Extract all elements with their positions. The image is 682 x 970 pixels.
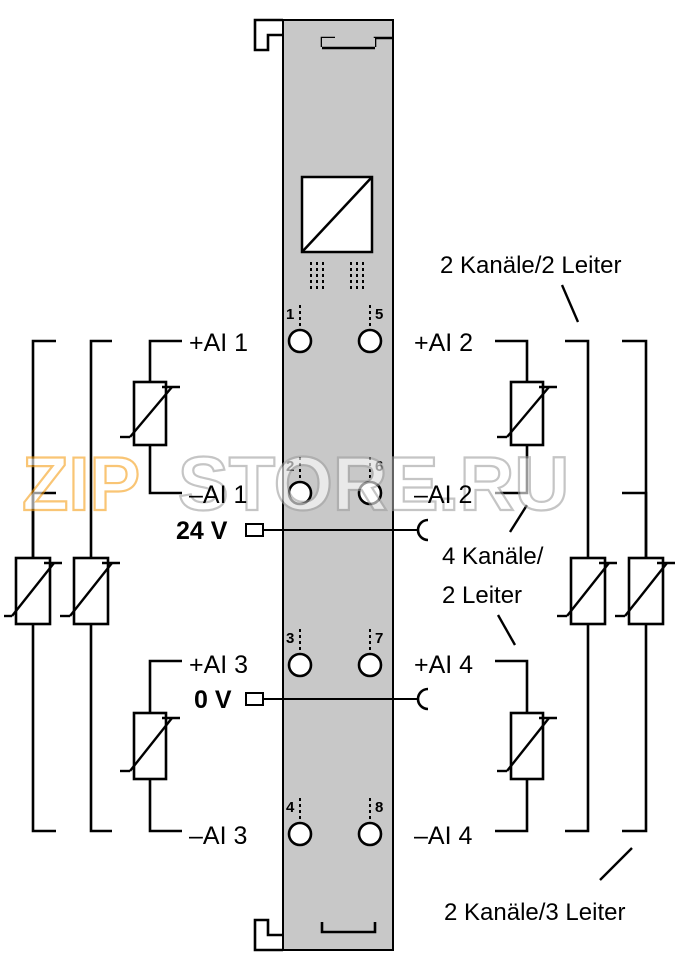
power-rails bbox=[245, 518, 429, 711]
note-4ch-line2: 2 Leiter bbox=[442, 582, 522, 609]
watermark-zip: ZIP bbox=[22, 442, 140, 527]
terminal-6 bbox=[357, 480, 383, 506]
label-plus-ai4: +AI 4 bbox=[414, 651, 473, 679]
left-wiring bbox=[4, 339, 182, 833]
label-0v: 0 V bbox=[194, 686, 232, 714]
terminal-7 bbox=[357, 652, 383, 678]
terminal-5 bbox=[357, 328, 383, 354]
label-plus-ai2: +AI 2 bbox=[414, 329, 473, 357]
pin-number-8: 8 bbox=[375, 799, 383, 816]
label-minus-ai2: –AI 2 bbox=[414, 481, 472, 509]
note-2ch-3wire: 2 Kanäle/3 Leiter bbox=[444, 899, 625, 926]
watermark-store: STORE.RU bbox=[178, 442, 569, 527]
pin-number-2: 2 bbox=[286, 458, 294, 475]
terminal-points: 1 5 2 6 3 7 4 8 bbox=[286, 305, 383, 847]
label-plus-ai1: +AI 1 bbox=[189, 329, 248, 357]
label-24v: 24 V bbox=[176, 517, 228, 545]
pin-number-5: 5 bbox=[375, 306, 383, 323]
label-minus-ai3: –AI 3 bbox=[189, 822, 247, 850]
label-plus-ai3: +AI 3 bbox=[189, 651, 248, 679]
note-4ch-line1: 4 Kanäle/ bbox=[442, 543, 544, 570]
terminal-2 bbox=[287, 480, 313, 506]
terminal-1 bbox=[287, 328, 313, 354]
pin-number-6: 6 bbox=[375, 458, 383, 475]
terminal-3 bbox=[287, 652, 313, 678]
pin-number-4: 4 bbox=[286, 799, 295, 816]
right-wiring bbox=[495, 284, 675, 881]
terminal-4 bbox=[287, 821, 313, 847]
watermark: ZIP STORE.RU bbox=[21, 441, 571, 528]
callout-notes: 2 Kanäle/2 Leiter 4 Kanäle/ 2 Leiter 2 K… bbox=[440, 252, 625, 926]
terminal-8 bbox=[357, 821, 383, 847]
label-minus-ai1: –AI 1 bbox=[189, 481, 247, 509]
pin-number-1: 1 bbox=[286, 306, 294, 323]
note-2ch-2wire: 2 Kanäle/2 Leiter bbox=[440, 252, 621, 279]
pin-number-3: 3 bbox=[286, 630, 294, 647]
terminal-labels: +AI 1 –AI 1 +AI 3 –AI 3 +AI 2 –AI 2 +AI … bbox=[176, 329, 473, 850]
label-minus-ai4: –AI 4 bbox=[414, 822, 472, 850]
signal-converter-symbol bbox=[300, 175, 374, 290]
pin-number-7: 7 bbox=[375, 630, 383, 647]
